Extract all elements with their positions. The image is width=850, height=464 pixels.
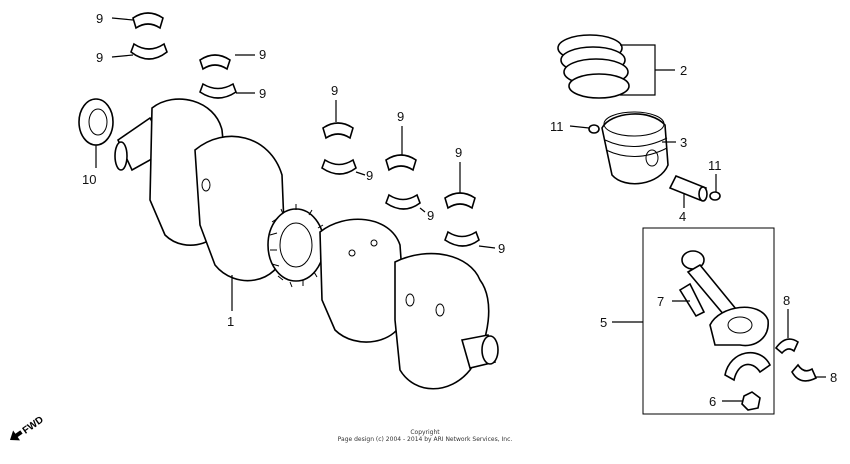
rod-bearings[interactable] — [774, 338, 818, 382]
callout-5: 5 — [600, 315, 607, 330]
callout-11a: 11 — [550, 119, 564, 134]
piston-rings[interactable] — [557, 34, 630, 99]
conrod-box — [612, 227, 775, 415]
callout-1: 1 — [227, 314, 234, 329]
fwd-indicator: FWD — [10, 414, 46, 441]
callout-10: 10 — [82, 172, 96, 187]
leader-clip-1 — [569, 125, 590, 129]
piston-pin[interactable] — [668, 174, 708, 202]
callout-9b: 9 — [96, 50, 103, 65]
callout-6: 6 — [709, 394, 716, 409]
callout-9f: 9 — [366, 168, 373, 183]
callout-9d: 9 — [259, 86, 266, 101]
oil-seal[interactable] — [78, 98, 114, 146]
callout-3: 3 — [680, 135, 687, 150]
callout-4: 4 — [679, 209, 686, 224]
callout-9i: 9 — [455, 145, 462, 160]
fwd-arrow-icon — [10, 430, 23, 441]
leader-rings — [620, 44, 675, 96]
leaders-bearing — [111, 17, 496, 249]
callout-9a: 9 — [96, 11, 103, 26]
callout-2: 2 — [680, 63, 687, 78]
callout-9c: 9 — [259, 47, 266, 62]
main-bearings[interactable] — [130, 12, 480, 247]
pin-clips[interactable] — [588, 124, 721, 201]
callout-9h: 9 — [427, 208, 434, 223]
callout-11b: 11 — [708, 158, 722, 173]
crankshaft[interactable] — [114, 98, 499, 390]
connecting-rod[interactable] — [681, 250, 769, 347]
callout-7: 7 — [657, 294, 664, 309]
callout-9e: 9 — [331, 83, 338, 98]
callout-8b: 8 — [830, 370, 837, 385]
piston[interactable] — [601, 111, 669, 185]
callout-9g: 9 — [397, 109, 404, 124]
rod-bolt[interactable] — [678, 282, 706, 318]
crank-gear — [267, 204, 327, 288]
callout-9j: 9 — [498, 241, 505, 256]
fwd-label: FWD — [21, 414, 46, 436]
rod-nut[interactable] — [741, 391, 761, 411]
callout-8a: 8 — [783, 293, 790, 308]
copyright-title: Copyright — [410, 429, 440, 436]
rod-bearing-cap[interactable] — [724, 351, 772, 382]
copyright-text: Page design (c) 2004 - 2014 by ARI Netwo… — [338, 436, 513, 443]
